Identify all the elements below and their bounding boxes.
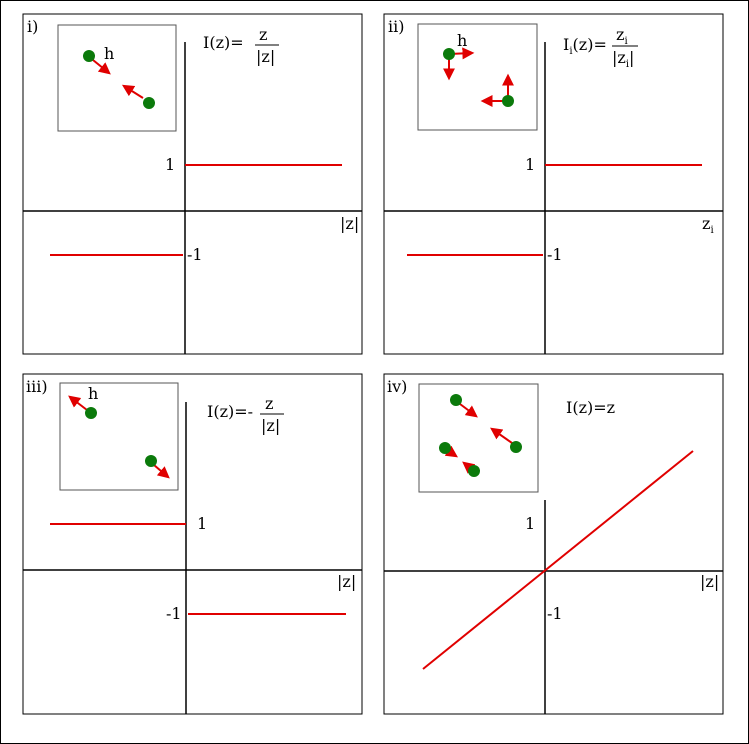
formula-denominator-sub: i <box>626 59 629 70</box>
inset-label: h <box>88 384 98 403</box>
y-tick-negative: -1 <box>187 245 203 264</box>
arrow <box>444 445 458 458</box>
y-tick-negative: -1 <box>547 604 563 623</box>
formula-numerator-main: z <box>616 25 624 44</box>
formula: I(z)=z <box>566 398 615 417</box>
y-tick-positive: 1 <box>525 514 535 533</box>
inset: h <box>57 24 177 132</box>
formula-numerator: z <box>259 25 267 44</box>
panel-frame <box>22 373 363 715</box>
inset-frame <box>418 383 539 493</box>
y-tick-positive: 1 <box>525 155 535 174</box>
particle <box>510 441 522 453</box>
arrow <box>153 464 170 479</box>
formula: I(z)= z |z| <box>203 25 279 66</box>
inset-frame <box>59 382 179 491</box>
inset-frame <box>57 24 177 132</box>
panel-label: iii) <box>26 377 48 396</box>
x-axis-label: |z| <box>337 572 356 591</box>
particle <box>468 465 480 477</box>
formula-numerator: zi <box>616 25 628 47</box>
formula-numerator: z <box>265 394 273 413</box>
panel-label: i) <box>27 17 38 36</box>
inset <box>418 383 539 493</box>
formula-denominator: |z| <box>261 416 280 435</box>
particle <box>83 50 95 62</box>
panel-iii: iii) 1 -1 |z| I(z)=- z |z| h <box>22 373 363 715</box>
formula-denominator-main: |z <box>612 48 626 67</box>
formula-lhs-main: I <box>563 35 569 54</box>
panel-i: i) 1 -1 |z| I(z)= z |z| h <box>22 13 363 355</box>
x-axis-label: zi <box>702 214 714 236</box>
arrow <box>121 84 144 99</box>
panel-label: ii) <box>388 17 404 36</box>
formula-lhs-rest: (z)= <box>573 35 607 54</box>
arrow <box>92 59 111 75</box>
x-axis-label: |z| <box>700 572 719 591</box>
particle <box>145 455 157 467</box>
formula-denominator-end: | <box>629 48 634 67</box>
y-tick-negative: -1 <box>166 604 182 623</box>
curve-linear <box>422 450 694 670</box>
formula-lhs: I(z)= <box>203 33 244 52</box>
panel-frame <box>383 373 724 715</box>
formula-denominator: |z| <box>256 47 275 66</box>
particle <box>85 407 97 419</box>
x-axis-label: |z| <box>340 214 359 233</box>
panel-label: iv) <box>387 377 407 396</box>
particle <box>502 95 514 107</box>
x-axis-label-main: z <box>702 214 710 233</box>
particle <box>450 394 462 406</box>
panel-frame <box>22 13 363 355</box>
x-axis-label-sub: i <box>710 225 713 236</box>
particle <box>439 442 451 454</box>
formula: I(z)=- z |z| <box>207 394 284 435</box>
y-tick-positive: 1 <box>197 514 207 533</box>
panel-frame <box>383 13 724 355</box>
inset-label: h <box>104 44 114 63</box>
arrow <box>490 427 513 444</box>
panel-iv: iv) 1 -1 |z| I(z)=z <box>383 373 724 715</box>
particle <box>143 97 155 109</box>
formula-lhs-sub: i <box>569 46 572 57</box>
inset: h <box>417 23 538 131</box>
formula-denominator: |zi| <box>612 48 634 70</box>
arrow <box>462 461 476 474</box>
arrow <box>68 395 88 411</box>
y-tick-positive: 1 <box>165 155 175 174</box>
arrow <box>459 403 478 418</box>
formula-numerator-sub: i <box>624 36 627 47</box>
y-tick-negative: -1 <box>547 245 563 264</box>
inset: h <box>59 382 179 491</box>
formula: Ii(z)= zi |zi| <box>563 25 638 70</box>
formula-lhs: Ii(z)= <box>563 35 607 57</box>
particle <box>443 48 455 60</box>
inset-frame <box>417 23 538 131</box>
formula-lhs: I(z)=- <box>207 402 253 421</box>
inset-label: h <box>457 31 467 50</box>
panel-ii: ii) 1 -1 zi Ii(z)= zi |zi| h <box>383 13 724 355</box>
